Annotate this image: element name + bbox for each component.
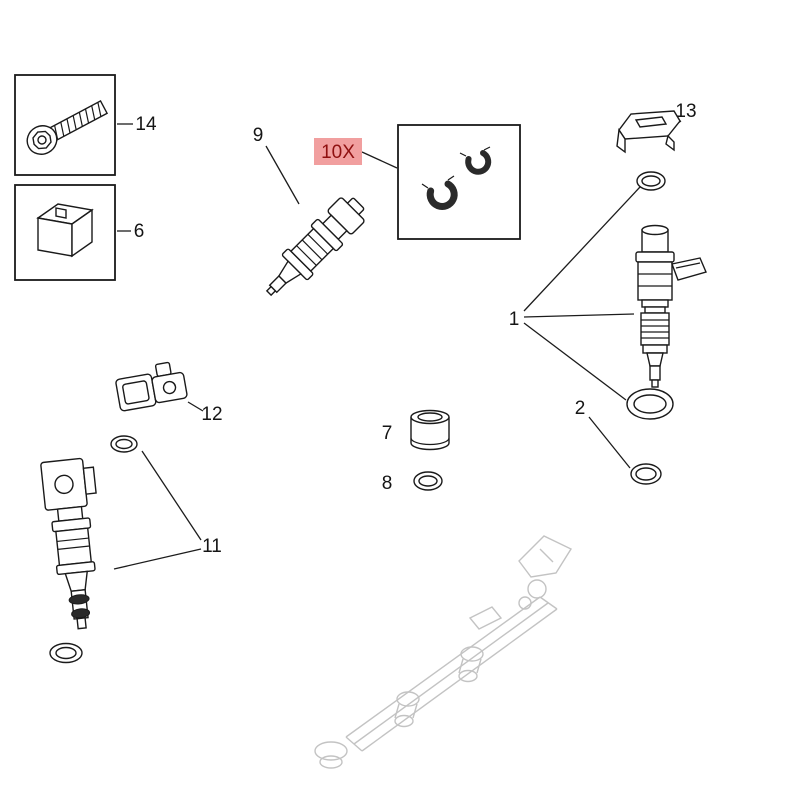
leader-line-11b [113,548,202,570]
retainer-clip-drawing [459,146,492,175]
spacer-7-drawing [410,409,450,451]
o-ring-2-small [630,463,662,485]
label-part-6: 6 [134,221,145,242]
o-ring-13 [636,171,666,191]
clip-13-drawing [616,110,681,154]
leader-line-1b [523,313,635,318]
bolt-drawing [26,100,109,155]
label-part-11: 11 [202,536,222,557]
label-part-2: 2 [575,398,586,419]
o-ring-11-top [110,435,138,453]
retainer-clip-drawing [421,175,458,210]
o-ring-8 [413,471,443,491]
o-ring-2-large [626,388,674,420]
label-part-10x[interactable]: 10X [321,142,355,163]
label-part-13: 13 [675,101,696,122]
block-box-6 [14,184,116,281]
label-part-12: 12 [201,404,222,425]
mount-block-drawing [36,203,94,258]
connector-12-drawing [115,361,188,412]
fuel-rail-faded-drawing [314,535,573,769]
leader-line-1c [523,322,627,401]
label-part-9: 9 [253,125,264,146]
label-part-8: 8 [382,473,393,494]
leader-line-9 [265,145,300,205]
leader-line-2 [588,416,631,469]
bolt-box-14 [14,74,116,176]
injector-9-drawing [265,197,365,297]
leader-line-12 [187,401,204,412]
leader-line-1a [523,186,641,312]
leader-line-10x [361,151,398,169]
injector-11-drawing [40,457,97,630]
retainer-clips-box [397,124,521,240]
callout-labels: 14 6 9 10X 13 1 2 7 8 12 11 [134,101,697,557]
injector-1-drawing [635,224,707,388]
label-part-1: 1 [509,309,520,330]
highlight-10x-badge[interactable] [314,138,362,165]
label-part-7: 7 [382,423,393,444]
label-part-14: 14 [135,114,157,135]
o-ring-11-bottom [49,642,83,664]
leader-line-11a [141,450,202,541]
